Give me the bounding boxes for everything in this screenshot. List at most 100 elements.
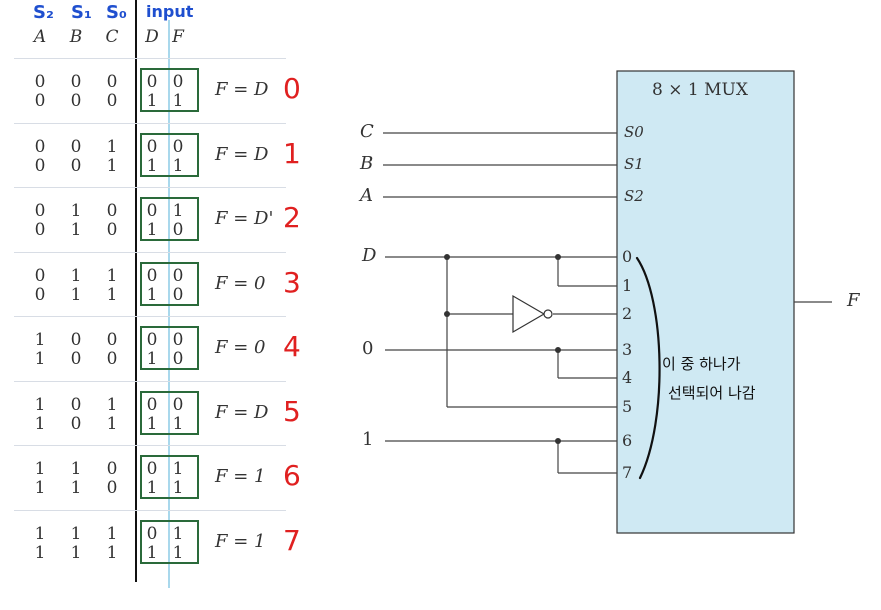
table-cell: 0 (34, 265, 46, 286)
header-f: F (172, 27, 184, 47)
output-function: F = D (215, 401, 269, 423)
table-cell: 0 (34, 72, 46, 92)
group-separator (14, 509, 286, 511)
table-cell: 1 (70, 523, 82, 544)
input-group-box (140, 68, 199, 112)
output-function: F = 0 (215, 272, 266, 294)
table-cell: 0 (70, 413, 82, 434)
group-separator (14, 380, 286, 382)
s1-label: S₁ (71, 2, 92, 23)
table-cell: 1 (146, 284, 158, 305)
table-cell: 0 (146, 394, 158, 415)
group-number: 3 (283, 265, 301, 299)
table-cell: 1 (34, 542, 46, 563)
table-cell: 0 (106, 459, 118, 479)
table-cell: 1 (146, 478, 158, 498)
table-cell: 0 (106, 349, 118, 369)
table-cell: 1 (172, 201, 184, 221)
group-number: 0 (283, 72, 301, 105)
table-cell: 1 (172, 413, 184, 434)
table-cell: 0 (34, 201, 46, 221)
table-cell: 0 (106, 478, 118, 498)
table-cell: 1 (34, 523, 46, 544)
table-cell: 1 (70, 220, 82, 240)
input-group-box (140, 132, 199, 177)
output-function: F = 1 (215, 530, 266, 552)
table-cell: 0 (172, 136, 184, 157)
table-cell: 1 (172, 478, 184, 498)
annotation-line-1: 이 중 하나가 (662, 355, 741, 373)
table-cell: 0 (146, 523, 158, 544)
header-c: C (105, 27, 119, 47)
input-label-b: B (360, 153, 374, 174)
table-cell: 1 (146, 349, 158, 369)
table-cell: 1 (34, 413, 46, 434)
table-cell: 0 (106, 220, 118, 240)
input-group-box (140, 519, 199, 564)
table-cell: 0 (106, 330, 118, 350)
annotation-line-2: 선택되어 나감 (668, 384, 756, 402)
group-number: 1 (283, 136, 301, 170)
output-label-f: F (847, 290, 860, 311)
table-cell: 1 (106, 413, 118, 434)
table-cell: 0 (146, 459, 158, 479)
table-cell: 0 (106, 201, 118, 221)
table-cell: 1 (106, 542, 118, 563)
data-pin-label: 7 (622, 463, 633, 482)
table-cell: 0 (146, 136, 158, 157)
input-group-box (140, 455, 199, 499)
table-cell: 1 (146, 220, 158, 240)
s0-label: S₀ (106, 2, 127, 23)
table-cell: 0 (172, 265, 184, 286)
data-pin-label: 4 (622, 368, 633, 387)
table-cell: 1 (70, 459, 82, 479)
group-separator (14, 316, 286, 317)
table-cell: 0 (34, 220, 46, 240)
mux-title: 8 × 1 MUX (652, 80, 748, 100)
table-cell: 0 (70, 136, 82, 157)
table-cell: 0 (34, 91, 46, 111)
table-cell: 0 (70, 155, 82, 176)
junction-dot (555, 438, 561, 444)
table-cell: 1 (172, 155, 184, 176)
input-label-one: 1 (362, 429, 374, 450)
table-cell: 0 (172, 220, 184, 240)
table-cell: 0 (70, 330, 82, 350)
table-divider-line (135, 0, 137, 582)
pin-s2: S2 (624, 187, 644, 205)
table-cell: 1 (146, 542, 158, 563)
table-cell: 0 (34, 284, 46, 305)
table-cell: 1 (106, 136, 118, 157)
group-number: 5 (283, 394, 301, 428)
junction-dot (555, 254, 561, 260)
table-cell: 1 (34, 478, 46, 498)
table-cell: 0 (146, 265, 158, 286)
table-cell: 0 (172, 349, 184, 369)
table-cell: 0 (34, 155, 46, 176)
table-cell: 0 (172, 330, 184, 350)
group-separator (14, 122, 286, 124)
input-label-c: C (360, 121, 374, 142)
table-cell: 1 (34, 330, 46, 350)
d-input-wiring (385, 256, 617, 408)
table-cell: 1 (70, 542, 82, 563)
output-function: F = D' (215, 208, 274, 229)
table-cell: 0 (34, 136, 46, 157)
table-cell: 0 (106, 72, 118, 92)
one-input-wiring (385, 440, 617, 474)
data-pin-label: 6 (622, 431, 633, 450)
input-label: input (146, 2, 194, 21)
table-cell: 0 (70, 91, 82, 111)
table-cell: 1 (34, 459, 46, 479)
table-cell: 0 (106, 91, 118, 111)
group-separator (14, 445, 286, 446)
group-number: 4 (283, 330, 301, 363)
group-number: 6 (283, 459, 301, 492)
group-number: 7 (283, 523, 301, 557)
table-cell: 0 (146, 330, 158, 350)
table-cell: 1 (106, 523, 118, 544)
table-cell: 1 (70, 284, 82, 305)
table-cell: 1 (146, 413, 158, 434)
input-label-a: A (360, 185, 373, 206)
pin-s1: S1 (624, 155, 644, 173)
